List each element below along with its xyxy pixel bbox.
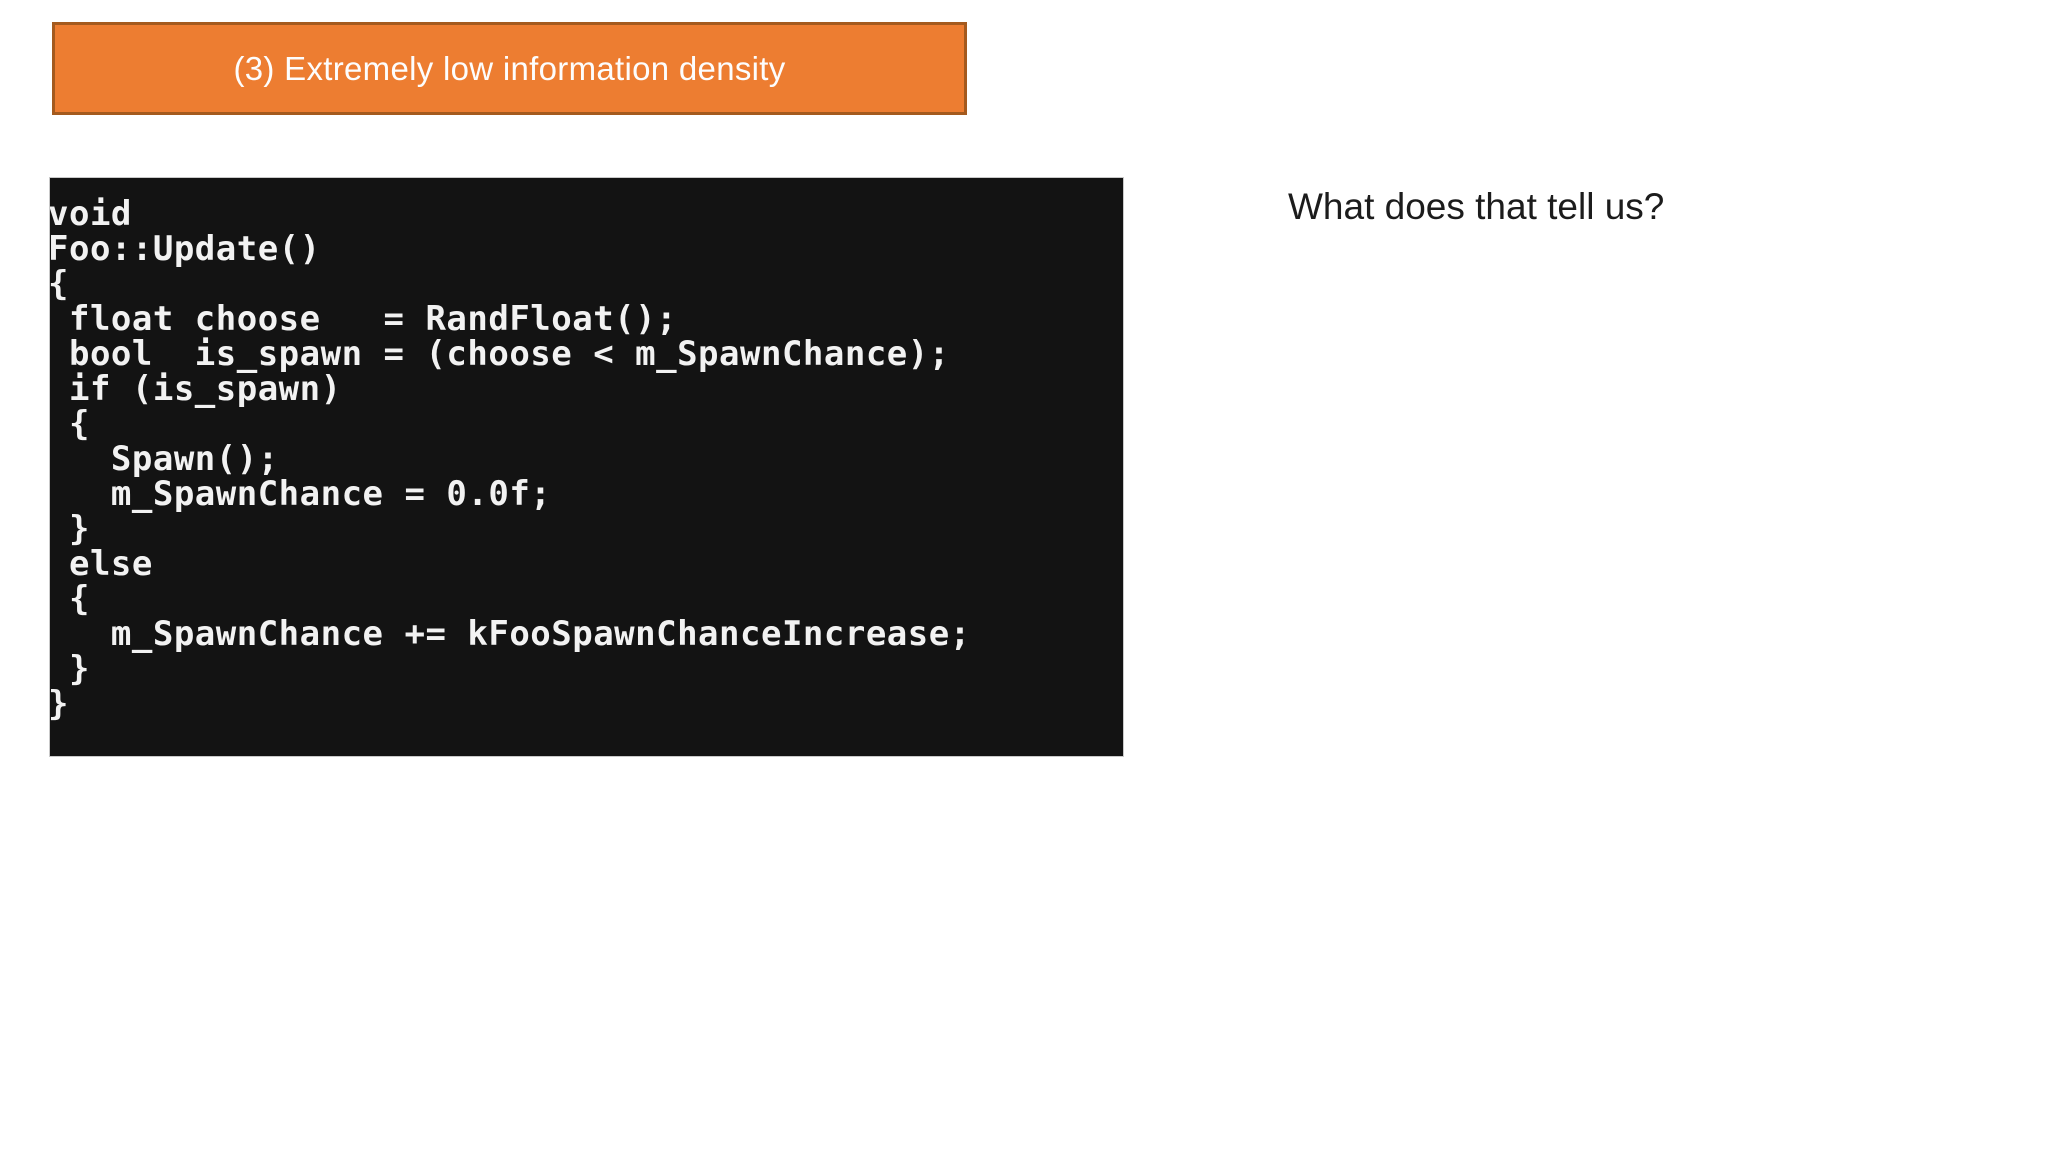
title-banner-label: (3) Extremely low information density (233, 49, 786, 87)
title-banner: (3) Extremely low information density (52, 22, 967, 115)
question-text: What does that tell us? (1288, 186, 1665, 227)
code-text: void Foo::Update() { float choose = Rand… (49, 194, 971, 724)
code-terminal-block: void Foo::Update() { float choose = Rand… (49, 177, 1124, 757)
